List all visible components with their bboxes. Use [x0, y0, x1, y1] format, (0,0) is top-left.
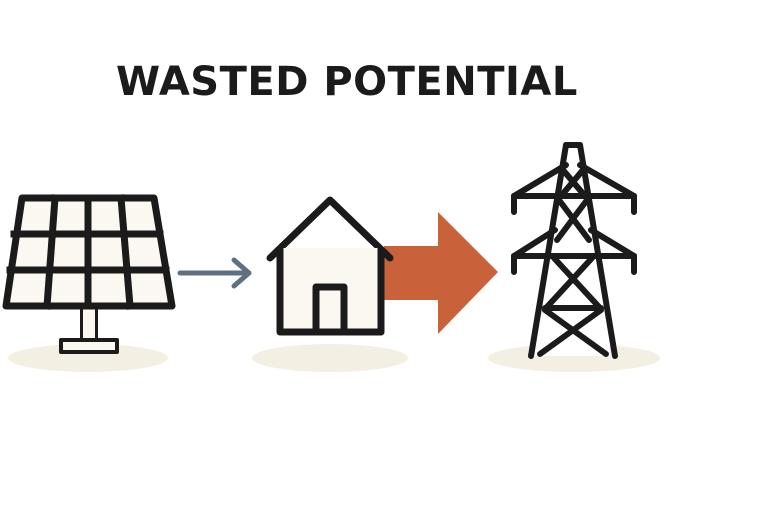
big-arrow-right-icon — [384, 212, 498, 334]
house-icon — [266, 196, 394, 336]
house-ground-shadow — [252, 344, 408, 372]
solar-panel-icon — [2, 194, 176, 354]
transmission-tower-icon — [511, 142, 637, 359]
solar-ground-shadow — [8, 344, 168, 372]
page-title: WASTED POTENTIAL — [116, 59, 578, 105]
arrow-right-icon — [177, 257, 252, 289]
